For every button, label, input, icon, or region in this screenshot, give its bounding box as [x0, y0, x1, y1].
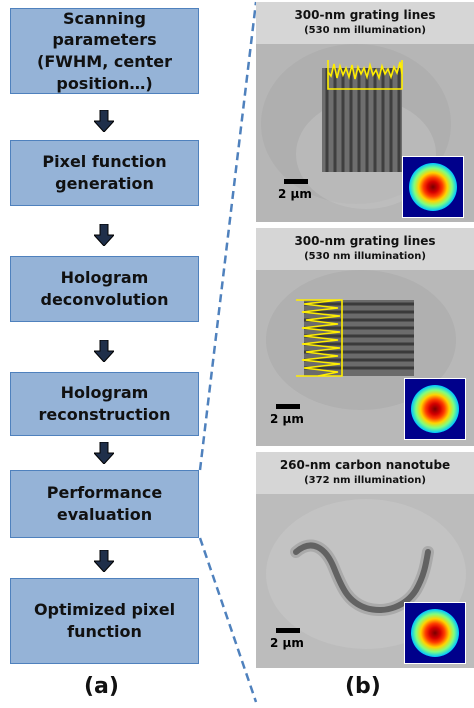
panel-1-scale-bar	[284, 179, 308, 184]
panel-2-grating-image	[256, 270, 474, 446]
flow-step-hologram-deconvolution: Hologram deconvolution	[10, 256, 199, 322]
panel-3-subtitle: (372 nm illumination)	[304, 475, 426, 486]
panel-3-scale-label: 2 µm	[270, 636, 304, 650]
down-arrow-icon	[94, 442, 114, 464]
microscopy-panel-1: 300-nm grating lines (530 nm illuminatio…	[256, 2, 474, 222]
down-arrow-icon	[94, 340, 114, 362]
panel-label-a: (a)	[84, 674, 119, 699]
down-arrow-icon	[94, 550, 114, 572]
panel-2-scale-label: 2 µm	[270, 412, 304, 426]
panel-2-title: 300-nm grating lines	[294, 234, 436, 248]
flow-step-hologram-reconstruction: Hologram reconstruction	[10, 372, 199, 436]
down-arrow-icon	[94, 110, 114, 132]
panel-1-pixel-function-inset	[402, 156, 464, 218]
panel-label-b: (b)	[345, 674, 381, 699]
panel-1-header: 300-nm grating lines (530 nm illuminatio…	[256, 2, 474, 44]
panel-2-scale-bar	[276, 404, 300, 409]
flow-step-scanning-parameters: Scanning parameters (FWHM, center positi…	[10, 8, 199, 94]
panel-1-subtitle: (530 nm illumination)	[304, 25, 426, 36]
panel-3-title: 260-nm carbon nanotube	[279, 458, 451, 472]
microscopy-panel-2: 300-nm grating lines (530 nm illuminatio…	[256, 228, 474, 446]
panel-2-header: 300-nm grating lines (530 nm illuminatio…	[256, 228, 474, 270]
down-arrow-icon	[94, 224, 114, 246]
panel-2-pixel-function-inset	[404, 378, 466, 440]
panel-1-scale-label: 2 µm	[278, 187, 312, 201]
panel-3-pixel-function-inset	[404, 602, 466, 664]
panel-3-header: 260-nm carbon nanotube (372 nm illuminat…	[256, 452, 474, 494]
panel-3-scale-bar	[276, 628, 300, 633]
microscopy-panel-3: 260-nm carbon nanotube (372 nm illuminat…	[256, 452, 474, 668]
panel-2-subtitle: (530 nm illumination)	[304, 251, 426, 262]
panel-1-title: 300-nm grating lines	[294, 8, 436, 22]
flow-step-pixel-function-generation: Pixel function generation	[10, 140, 199, 206]
flow-step-optimized-pixel-function: Optimized pixel function	[10, 578, 199, 664]
flow-step-performance-evaluation: Performance evaluation	[10, 470, 199, 538]
